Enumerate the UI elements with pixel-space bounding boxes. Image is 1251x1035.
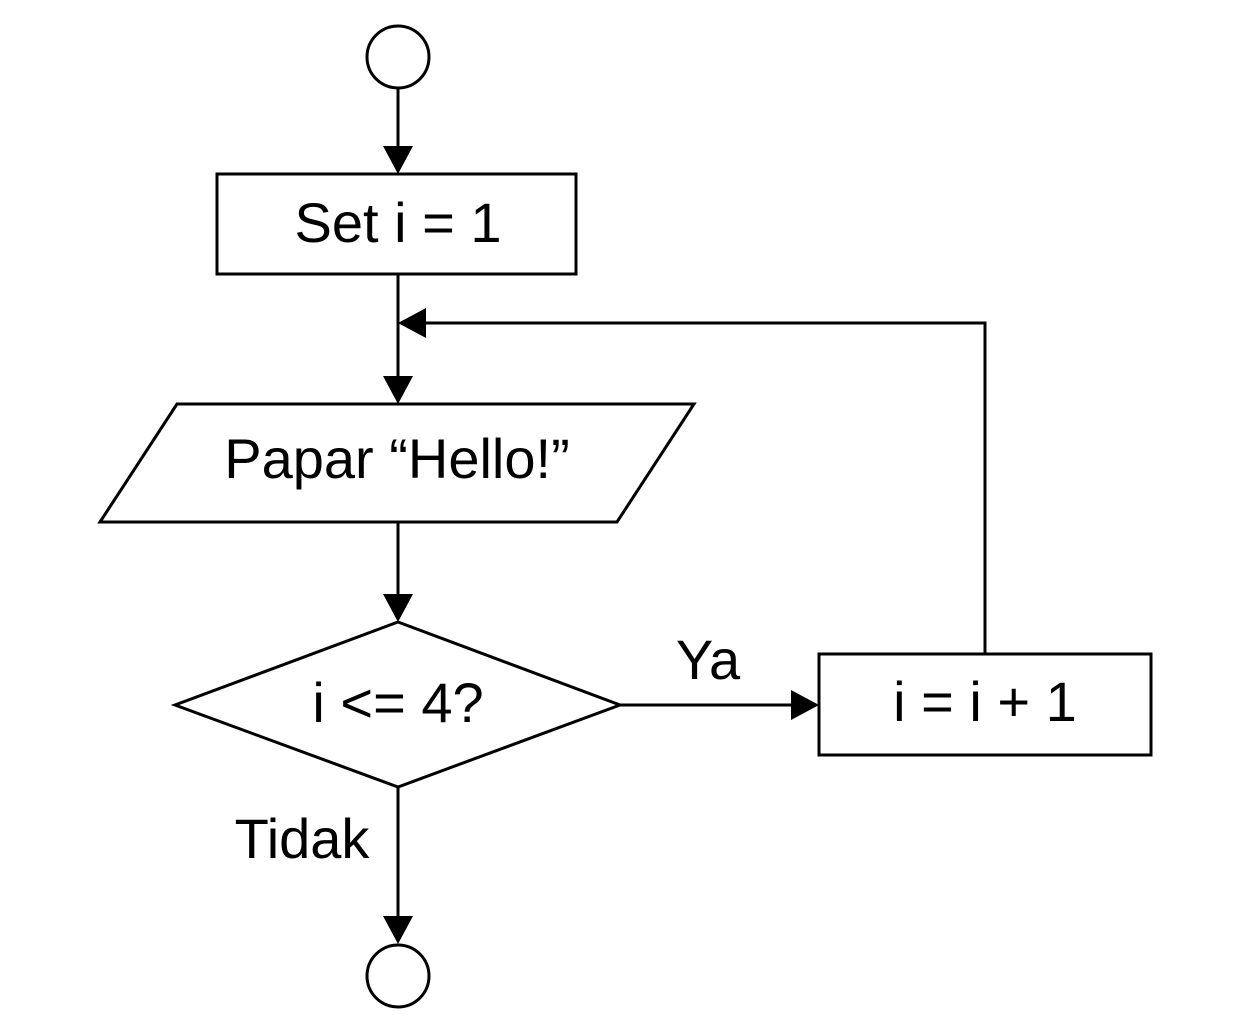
arrowhead-set bbox=[383, 146, 413, 174]
increment-label: i = i + 1 bbox=[893, 670, 1077, 733]
arrowhead-end bbox=[383, 916, 413, 944]
arrowhead-loop bbox=[398, 308, 426, 338]
no-label: Tidak bbox=[235, 807, 371, 870]
arrowhead-increment bbox=[791, 690, 819, 720]
end-terminal bbox=[365, 943, 431, 1009]
increment-process bbox=[817, 652, 1153, 757]
connector-loop-back bbox=[422, 321, 987, 654]
arrowhead-display bbox=[383, 376, 413, 404]
display-label: Papar “Hello!” bbox=[224, 427, 569, 490]
yes-label: Ya bbox=[676, 628, 741, 691]
set-i-label: Set i = 1 bbox=[294, 191, 501, 254]
arrowhead-decision bbox=[383, 594, 413, 622]
decision-label: i <= 4? bbox=[312, 671, 483, 734]
display-io bbox=[97, 402, 697, 524]
start-terminal bbox=[365, 24, 431, 90]
